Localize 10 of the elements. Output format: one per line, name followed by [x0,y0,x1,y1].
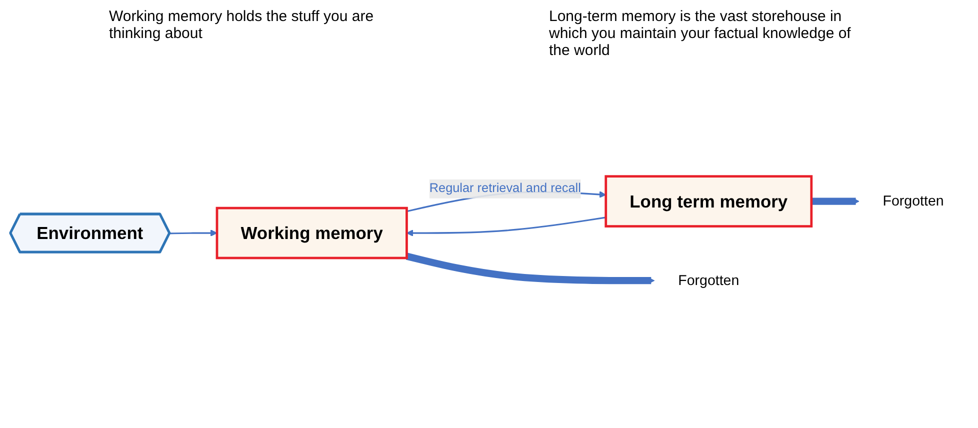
arrow [811,198,860,206]
note-text: Working memory holds the stuff you are thinking about [109,8,375,44]
node-text: Forgotten [882,193,944,210]
node-box: Working memory [216,207,408,260]
node-text: Forgotten [678,272,740,288]
node-box: Long term memory [604,175,813,228]
arrow [170,230,218,237]
arrow [406,216,606,237]
arrow [406,253,655,284]
edge-label: Regular retrieval and recall [429,182,581,196]
